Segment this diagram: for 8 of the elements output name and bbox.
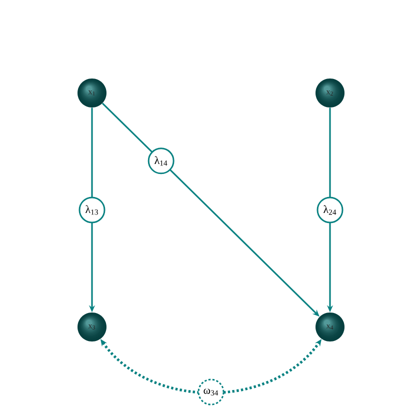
node-label: x$_{2}$	[326, 90, 333, 96]
node-label: x$_{4}$	[326, 324, 334, 330]
edge-label: λ$_{24}$	[316, 196, 344, 224]
edge-label: λ$_{14}$	[148, 148, 174, 174]
edge-label: λ$_{13}$	[78, 196, 106, 224]
node-label: x$_{3}$	[88, 324, 96, 330]
edge-label: ω$_{34}$	[198, 378, 224, 406]
node-label: x$_{1}$	[88, 90, 95, 96]
